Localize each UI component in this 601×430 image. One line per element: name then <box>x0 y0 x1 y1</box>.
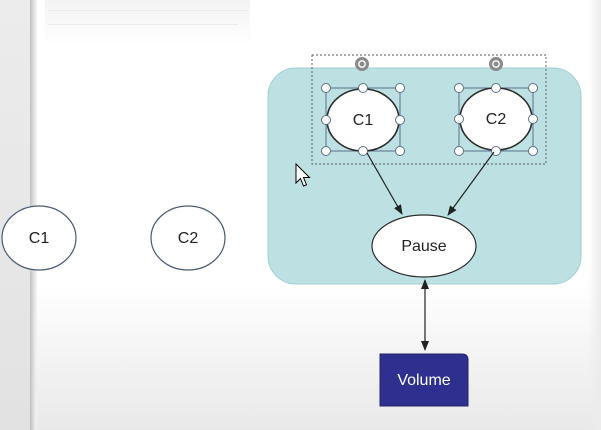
rotate-handle-c1[interactable] <box>355 57 369 71</box>
group-selection-box <box>311 54 547 165</box>
faint-ghost-line <box>48 10 248 11</box>
node-c2[interactable]: C2 <box>459 87 533 151</box>
node-c1-label: C1 <box>353 112 374 129</box>
resize-handle[interactable] <box>395 146 405 156</box>
faint-ghost-area <box>45 0 250 45</box>
node-c1[interactable]: C1 <box>326 88 400 152</box>
resize-handle[interactable] <box>358 146 368 156</box>
resize-handle[interactable] <box>454 114 464 124</box>
node-volume-label: Volume <box>397 372 450 389</box>
resize-handle[interactable] <box>528 114 538 124</box>
node-pause[interactable]: Pause <box>371 214 477 278</box>
node-volume[interactable]: Volume <box>379 353 469 407</box>
resize-handle[interactable] <box>528 83 538 93</box>
resize-handle[interactable] <box>491 83 501 93</box>
node-c2-label: C2 <box>486 111 507 128</box>
resize-handle[interactable] <box>528 146 538 156</box>
mouse-cursor-icon <box>295 162 311 187</box>
resize-handle[interactable] <box>321 83 331 93</box>
resize-handle[interactable] <box>358 83 368 93</box>
resize-handle[interactable] <box>321 146 331 156</box>
resize-handle[interactable] <box>454 146 464 156</box>
faint-ghost-line <box>48 24 238 25</box>
node-c2-outside[interactable]: C2 <box>150 205 226 271</box>
canvas-right-edge <box>588 0 601 430</box>
rotate-handle-c2[interactable] <box>489 57 503 71</box>
node-c2-outside-label: C2 <box>178 230 199 247</box>
c1-resize-handles[interactable] <box>321 83 405 156</box>
node-c1-outside-label: C1 <box>29 230 50 247</box>
resize-handle[interactable] <box>395 115 405 125</box>
resize-handle[interactable] <box>454 83 464 93</box>
resize-handle[interactable] <box>321 115 331 125</box>
node-pause-label: Pause <box>401 238 446 255</box>
node-c1-outside[interactable]: C1 <box>1 205 77 271</box>
arrow-c1-to-pause[interactable] <box>366 152 403 215</box>
resize-handle[interactable] <box>395 83 405 93</box>
arrow-c2-to-pause[interactable] <box>447 151 495 216</box>
c2-resize-handles[interactable] <box>454 83 538 156</box>
